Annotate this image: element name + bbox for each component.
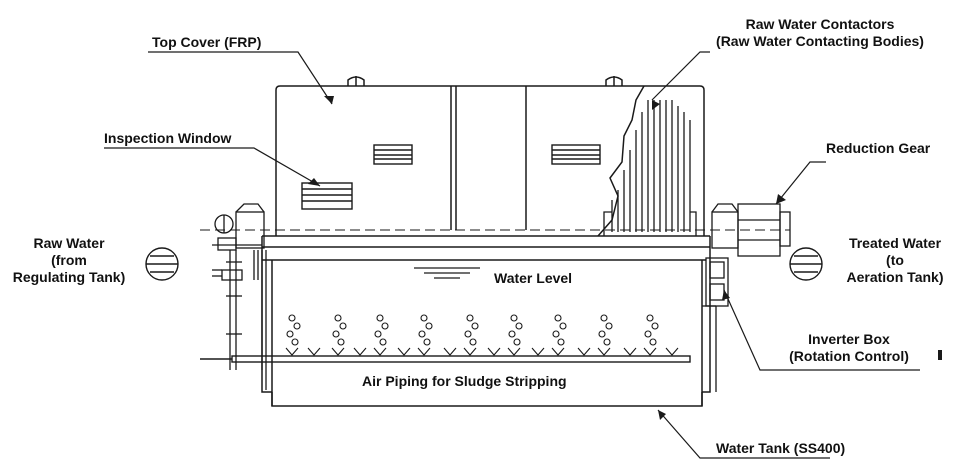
- leader-inspection: [104, 147, 321, 187]
- label-treated-water-line3: Aeration Tank): [846, 269, 944, 285]
- label-top-cover: Top Cover (FRP): [152, 34, 262, 50]
- arrowheads: [308, 96, 786, 420]
- label-inspection-window: Inspection Window: [104, 130, 232, 146]
- louver-left: [373, 144, 413, 165]
- label-water-tank: Water Tank (SS400): [716, 440, 846, 456]
- air-pipe: [231, 355, 691, 363]
- louver-right: [551, 144, 601, 165]
- label-raw-water: Raw Water (from Regulating Tank): [2, 235, 136, 286]
- label-inverter-box-line1: Inverter Box: [808, 331, 890, 347]
- cutaway-edge: [597, 85, 645, 237]
- label-water-level: Water Level: [494, 270, 573, 286]
- edge-mark: [938, 350, 942, 360]
- leader-contactors: [651, 51, 710, 101]
- raw-water-pipe-symbol: [145, 247, 179, 281]
- left-bearing-assembly: [212, 203, 267, 390]
- label-reduction-gear: Reduction Gear: [826, 140, 931, 156]
- label-air-piping: Air Piping for Sludge Stripping: [362, 373, 567, 389]
- label-raw-water-line2: (from: [51, 252, 87, 268]
- label-raw-water-line3: Regulating Tank): [12, 269, 126, 285]
- leader-reduction-gear: [775, 161, 826, 205]
- label-raw-water-line1: Raw Water: [33, 235, 105, 251]
- label-raw-water-contactors-line2: (Raw Water Contacting Bodies): [716, 33, 924, 49]
- top-cover-outline: [275, 85, 705, 236]
- treated-water-pipe-symbol: [789, 247, 823, 281]
- label-inverter-box-line2: (Rotation Control): [789, 348, 909, 364]
- label-treated-water-line1: Treated Water: [848, 235, 942, 251]
- label-raw-water-contactors-line1: Raw Water Contactors: [745, 16, 895, 32]
- leader-water-tank: [657, 409, 830, 459]
- leader-lines: [104, 51, 920, 459]
- air-bubbles: [285, 314, 679, 356]
- label-treated-water-line2: (to: [886, 252, 904, 268]
- label-raw-water-contactors: Raw Water Contactors (Raw Water Contacti…: [700, 16, 940, 50]
- leader-top-cover: [148, 51, 333, 105]
- label-inverter-box: Inverter Box (Rotation Control): [774, 331, 924, 365]
- label-treated-water: Treated Water (to Aeration Tank): [830, 235, 960, 286]
- tank-body: [271, 260, 703, 407]
- contactor-discs: [603, 100, 697, 236]
- water-level-symbol: [414, 267, 480, 279]
- inspection-window-louver: [301, 182, 353, 210]
- leader-inverter: [723, 289, 920, 371]
